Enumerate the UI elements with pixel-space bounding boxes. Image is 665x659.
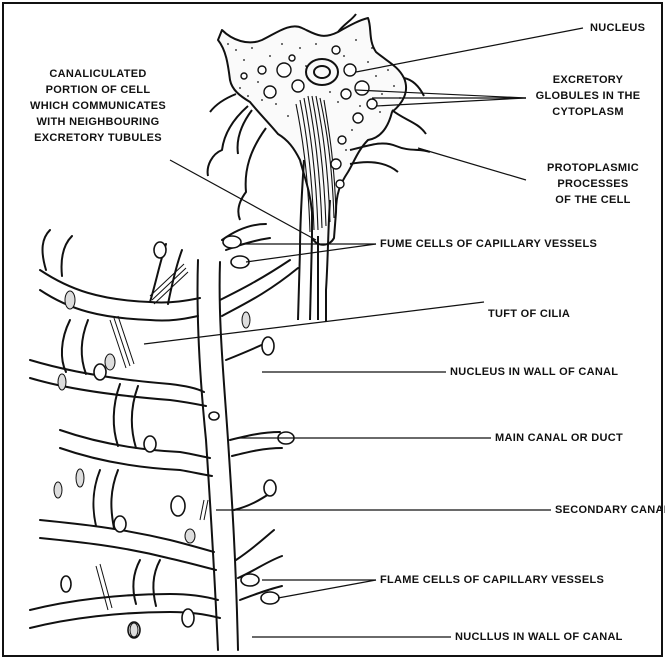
- label-nucllus-in-wall: NUCLLUS IN WALL OF CANAL: [455, 629, 623, 645]
- label-canaliculated-line-1: CANALICULATED: [8, 66, 188, 82]
- label-fume-cells: FUME CELLS OF CAPILLARY VESSELS: [380, 236, 597, 252]
- label-tuft-of-cilia: TUFT OF CILIA: [488, 306, 570, 322]
- label-canaliculated-line-2: PORTION OF CELL: [8, 82, 188, 98]
- label-excretory-line-3: CYTOPLASM: [520, 104, 656, 120]
- flame-cell-body: [208, 14, 430, 245]
- label-flame-cells: FLAME CELLS OF CAPILLARY VESSELS: [380, 572, 604, 588]
- label-nucleus: NUCLEUS: [590, 20, 645, 36]
- label-secondary-canal: SECONDARY CANAL: [555, 502, 665, 518]
- label-main-canal: MAIN CANAL OR DUCT: [495, 430, 623, 446]
- label-canaliculated-line-5: EXCRETORY TUBULES: [8, 130, 188, 146]
- label-canaliculated-line-4: WITH NEIGHBOURING: [8, 114, 188, 130]
- label-excretory-line-2: GLOBULES IN THE: [520, 88, 656, 104]
- label-protoplasmic-line-1: PROTOPLASMIC: [528, 160, 658, 176]
- label-protoplasmic-line-3: OF THE CELL: [528, 192, 658, 208]
- label-canaliculated: CANALICULATED PORTION OF CELL WHICH COMM…: [8, 66, 188, 146]
- label-protoplasmic: PROTOPLASMIC PROCESSES OF THE CELL: [528, 160, 658, 208]
- label-nucleus-in-wall: NUCLEUS IN WALL OF CANAL: [450, 364, 618, 380]
- label-excretory-globules: EXCRETORY GLOBULES IN THE CYTOPLASM: [520, 72, 656, 120]
- label-excretory-line-1: EXCRETORY: [520, 72, 656, 88]
- label-canaliculated-line-3: WHICH COMMUNICATES: [8, 98, 188, 114]
- label-protoplasmic-line-2: PROCESSES: [528, 176, 658, 192]
